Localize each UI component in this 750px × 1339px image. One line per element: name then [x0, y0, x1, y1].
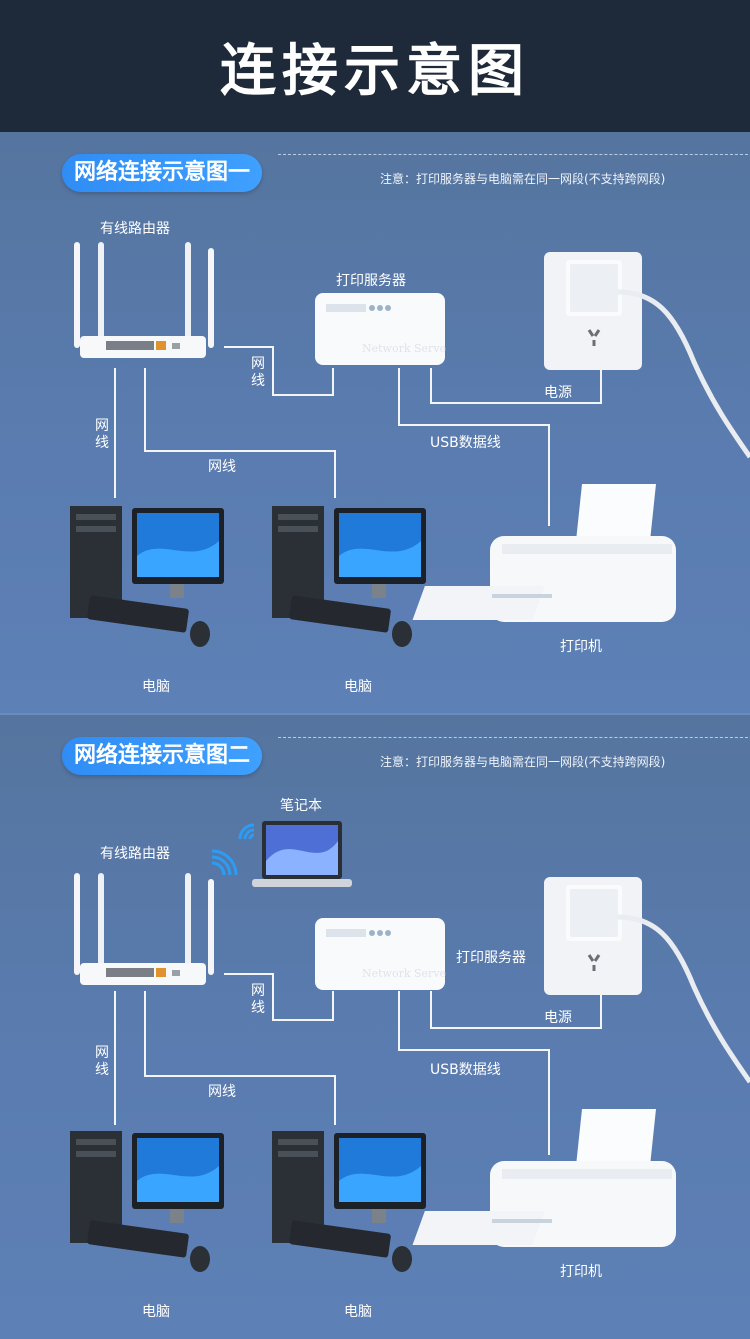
usb-cable: [398, 424, 550, 426]
power-label: 电源: [544, 1010, 572, 1026]
print-server-text: Network Serve: [362, 342, 446, 355]
print-server-text: Network Serve: [362, 967, 446, 980]
router-label: 有线路由器: [100, 846, 170, 862]
usb-cable: [398, 368, 400, 426]
power-socket-icon: [544, 877, 750, 1084]
usb-cable: [398, 1049, 550, 1051]
cable-router-pc2: [334, 1075, 336, 1125]
diagram-one-title: 网络连接示意图一: [62, 154, 263, 192]
print-server-label: 打印服务器: [336, 273, 406, 289]
laptop-label: 笔记本: [280, 798, 322, 814]
cable-router-server: [224, 346, 274, 348]
pc2-label: 电脑: [344, 679, 372, 695]
power-cable: [430, 1027, 602, 1029]
router-icon: [74, 242, 214, 358]
usb-cable: [398, 991, 400, 1051]
cable-router-server: [224, 973, 274, 975]
diagram-one: 网络连接示意图一 注意：打印服务器与电脑需在同一网段(不支持跨网段) 有线路由器…: [0, 132, 750, 715]
cable-router-server: [332, 368, 334, 396]
power-cable: [430, 368, 432, 404]
title-dashed-rule: [278, 154, 748, 155]
diagram-one-note: 注意：打印服务器与电脑需在同一网段(不支持跨网段): [380, 172, 666, 186]
cable-router-server: [332, 991, 334, 1021]
diagram-two: 网络连接示意图二 注意：打印服务器与电脑需在同一网段(不支持跨网段) 笔记本 有…: [0, 715, 750, 1339]
usb-label: USB数据线: [430, 435, 501, 451]
cable-router-pc1: [114, 368, 116, 498]
cable-router-server: [272, 346, 274, 396]
desktop-computer-icon: [272, 506, 426, 647]
panel-divider: [0, 713, 750, 716]
cable-label: 网线: [208, 1084, 236, 1100]
cable-label: 网线: [251, 983, 265, 1016]
printer-label: 打印机: [560, 1264, 602, 1280]
cable-label: 网线: [95, 418, 109, 451]
pc1-label: 电脑: [142, 1304, 170, 1320]
router-label: 有线路由器: [100, 221, 170, 237]
page-header: 连接示意图: [0, 0, 750, 132]
diagram-two-note: 注意：打印服务器与电脑需在同一网段(不支持跨网段): [380, 755, 666, 769]
desktop-computer-icon: [70, 1131, 224, 1272]
printer-icon: [412, 1109, 676, 1247]
cable-router-server: [272, 394, 334, 396]
power-label: 电源: [544, 385, 572, 401]
usb-cable: [548, 1049, 550, 1155]
power-cable: [430, 991, 432, 1029]
cable-router-pc2: [334, 450, 336, 498]
cable-router-pc1: [114, 991, 116, 1125]
printer-label: 打印机: [560, 639, 602, 655]
desktop-computer-icon: [70, 506, 224, 647]
print-server-label: 打印服务器: [456, 950, 526, 966]
cable-router-pc2: [144, 368, 146, 452]
pc2-label: 电脑: [344, 1304, 372, 1320]
power-cable: [600, 370, 602, 404]
printer-icon: [412, 484, 676, 622]
cable-router-server: [272, 1019, 334, 1021]
desktop-computer-icon: [272, 1131, 426, 1272]
laptop-icon: [238, 821, 352, 887]
usb-label: USB数据线: [430, 1062, 501, 1078]
power-cable: [600, 995, 602, 1029]
print-server-icon: Network Serve: [315, 293, 446, 365]
cable-label: 网线: [208, 459, 236, 475]
diagram-two-title: 网络连接示意图二: [62, 737, 263, 775]
print-server-icon: Network Serve: [315, 918, 446, 990]
power-socket-icon: [544, 252, 750, 459]
cable-router-pc2: [144, 991, 146, 1077]
cable-label: 网线: [95, 1045, 109, 1078]
cable-label: 网线: [251, 356, 265, 389]
title-dashed-rule: [278, 737, 748, 738]
cable-router-server: [272, 973, 274, 1021]
cable-router-pc2: [144, 1075, 336, 1077]
pc1-label: 电脑: [142, 679, 170, 695]
wifi-signal-icon: [211, 849, 238, 876]
cable-router-pc2: [144, 450, 336, 452]
power-cable: [430, 402, 602, 404]
usb-cable: [548, 424, 550, 526]
page-title: 连接示意图: [220, 38, 530, 104]
router-icon: [74, 873, 214, 985]
